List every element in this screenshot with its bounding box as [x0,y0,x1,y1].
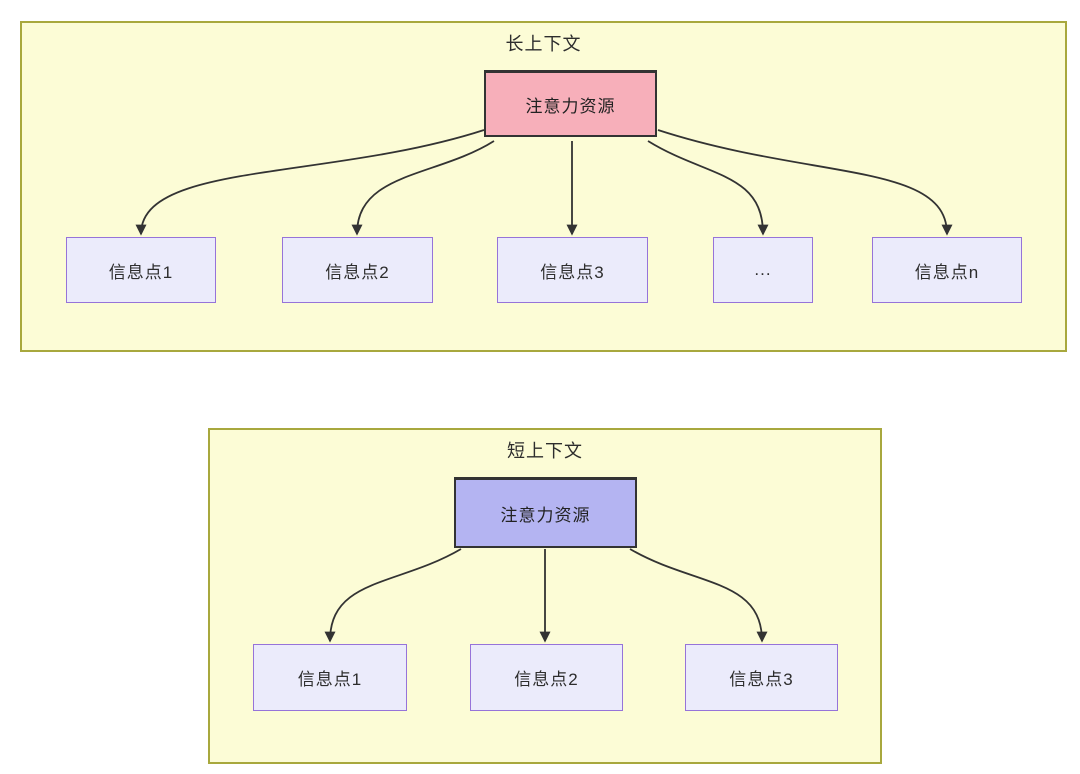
info-point-long-2: 信息点2 [282,237,433,303]
attention-resource-box-long: 注意力资源 [484,70,657,137]
attention-resource-box-short: 注意力资源 [454,477,637,548]
info-point-long-n: 信息点n [872,237,1022,303]
info-point-long-3: 信息点3 [497,237,648,303]
info-point-long-1: 信息点1 [66,237,216,303]
long-context-title: 长上下文 [505,34,582,54]
info-point-short-3: 信息点3 [685,644,838,711]
info-point-long-ellipsis: ... [713,237,813,303]
short-context-title: 短上下文 [507,441,583,461]
info-point-short-1: 信息点1 [253,644,407,711]
info-point-short-2: 信息点2 [470,644,623,711]
